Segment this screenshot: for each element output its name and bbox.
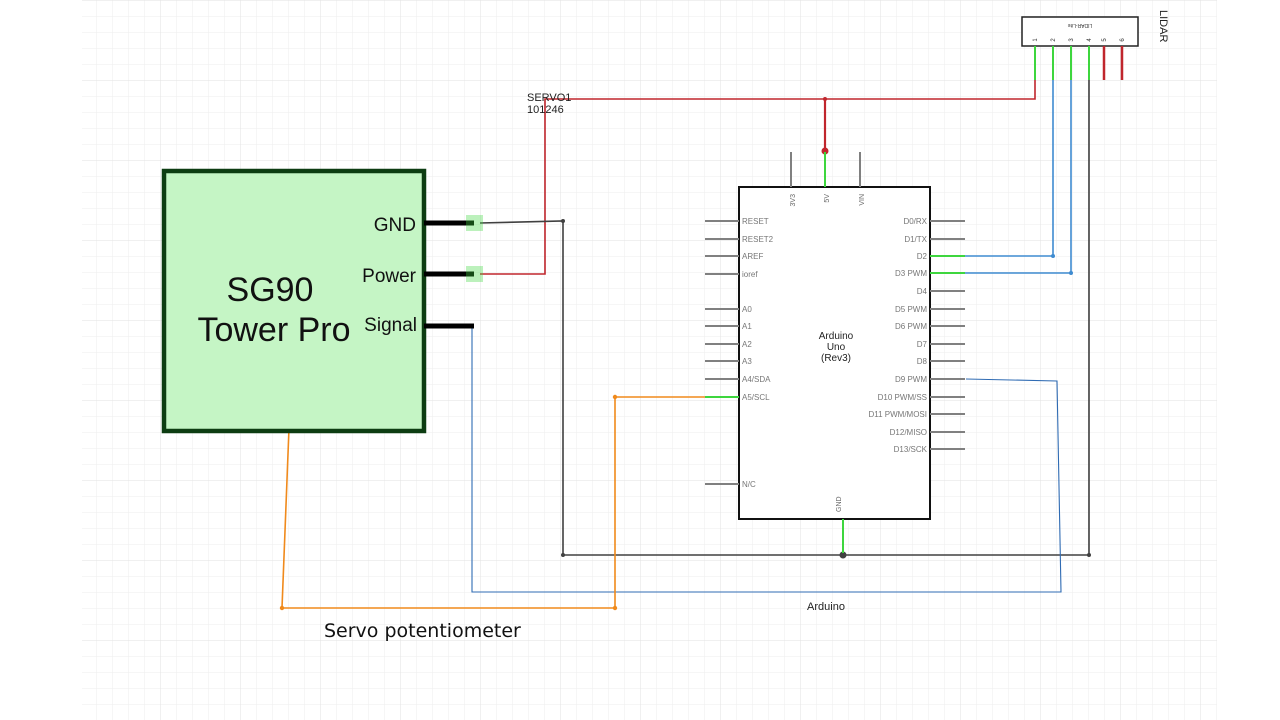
arduino-component[interactable]: 3V3 5V VIN RESET RESET2 AREF ioref A0 A1… [705,152,965,553]
servo-part-label: SERVO1 [527,92,571,104]
lidar-pin-number-4: 4 [1087,38,1093,42]
servo-title-line1: SG90 [227,271,314,309]
arduino-left-label-a2: A2 [742,340,752,349]
junction-5v [821,147,829,155]
arduino-left-pins: RESET RESET2 AREF ioref A0 A1 A2 A3 A4/S… [705,217,774,489]
potentiometer-annotation: Servo potentiometer [324,620,521,642]
arduino-right-label-d10: D10 PWM/SS [878,393,927,402]
servo-pin-gnd-highlight [466,215,483,231]
arduino-right-pins: D0/RX D1/TX D2 D3 PWM D4 D5 PWM D6 PWM D… [868,217,965,454]
servo-pin-power-highlight [466,266,483,282]
junction-pot-1 [279,605,285,611]
servo-component[interactable]: SG90 Tower Pro GND Power Signal [161,168,483,434]
servo-pin-label-gnd: GND [374,215,416,236]
servo-body [161,168,427,434]
lidar-pin-number-2: 2 [1051,38,1057,42]
arduino-caption: Arduino [807,601,845,613]
junction-pot-3 [612,394,618,400]
arduino-right-label-d6: D6 PWM [895,322,927,331]
arduino-body [738,186,931,520]
arduino-right-label-d4: D4 [917,287,928,296]
arduino-right-label-d5: D5 PWM [895,305,927,314]
junction-d3 [1069,271,1073,275]
lidar-title: LIDAR [1157,10,1169,42]
junction-gnd-right [1087,553,1091,557]
arduino-pin-label-3v3: 3V3 [790,194,797,207]
wires [279,50,1091,611]
arduino-left-label-reset2: RESET2 [742,235,774,244]
arduino-left-label-a4: A4/SDA [742,375,771,384]
junction-gnd [839,551,847,559]
lidar-pin-number-6: 6 [1120,38,1126,42]
arduino-left-label-a1: A1 [742,322,752,331]
arduino-left-label-a0: A0 [742,305,752,314]
arduino-right-label-d13: D13/SCK [894,445,928,454]
wire-power-red [480,50,1036,275]
arduino-pin-label-5v: 5V [824,194,831,203]
servo-part-id: 101246 [527,104,564,116]
junction-gnd-top [561,219,565,223]
arduino-pin-label-gnd: GND [836,496,843,512]
servo-pin-label-power: Power [362,266,417,287]
arduino-right-label-d7: D7 [917,340,928,349]
arduino-pin-label-vin: VIN [859,194,866,206]
arduino-name-line1: Arduino [819,331,854,342]
lidar-part-text: LIDAR-Lite [1068,22,1093,28]
junction-d2 [1051,254,1055,258]
arduino-name-line3: (Rev3) [821,353,851,364]
servo-pin-label-signal: Signal [364,315,417,336]
lidar-pin-number-3: 3 [1069,38,1075,42]
lidar-pin-number-5: 5 [1102,38,1108,42]
arduino-left-label-a3: A3 [742,357,752,366]
arduino-left-label-a5: A5/SCL [742,393,770,402]
lidar-component[interactable]: LIDAR-Lite 1 2 3 4 5 6 [1021,16,1139,80]
arduino-right-label-d2: D2 [917,252,928,261]
arduino-name-line2: Uno [827,342,846,353]
arduino-left-label-aref: AREF [742,252,763,261]
junction-gnd-left [561,553,565,557]
arduino-right-label-d3: D3 PWM [895,269,927,278]
arduino-left-label-nc: N/C [742,480,756,489]
lidar-pin-number-1: 1 [1033,38,1039,42]
arduino-left-label-ioref: ioref [742,270,758,279]
arduino-right-label-d8: D8 [917,357,928,366]
junction-pot-2 [612,605,618,611]
arduino-right-label-d9: D9 PWM [895,375,927,384]
servo-title-line2: Tower Pro [197,311,350,349]
arduino-right-label-d12: D12/MISO [890,428,927,437]
arduino-right-label-d11: D11 PWM/MOSI [868,410,927,419]
lidar-body [1021,16,1139,47]
junction-top [823,97,827,101]
arduino-right-label-d1: D1/TX [904,235,927,244]
arduino-right-label-d0: D0/RX [903,217,927,226]
arduino-left-label-reset: RESET [742,217,769,226]
